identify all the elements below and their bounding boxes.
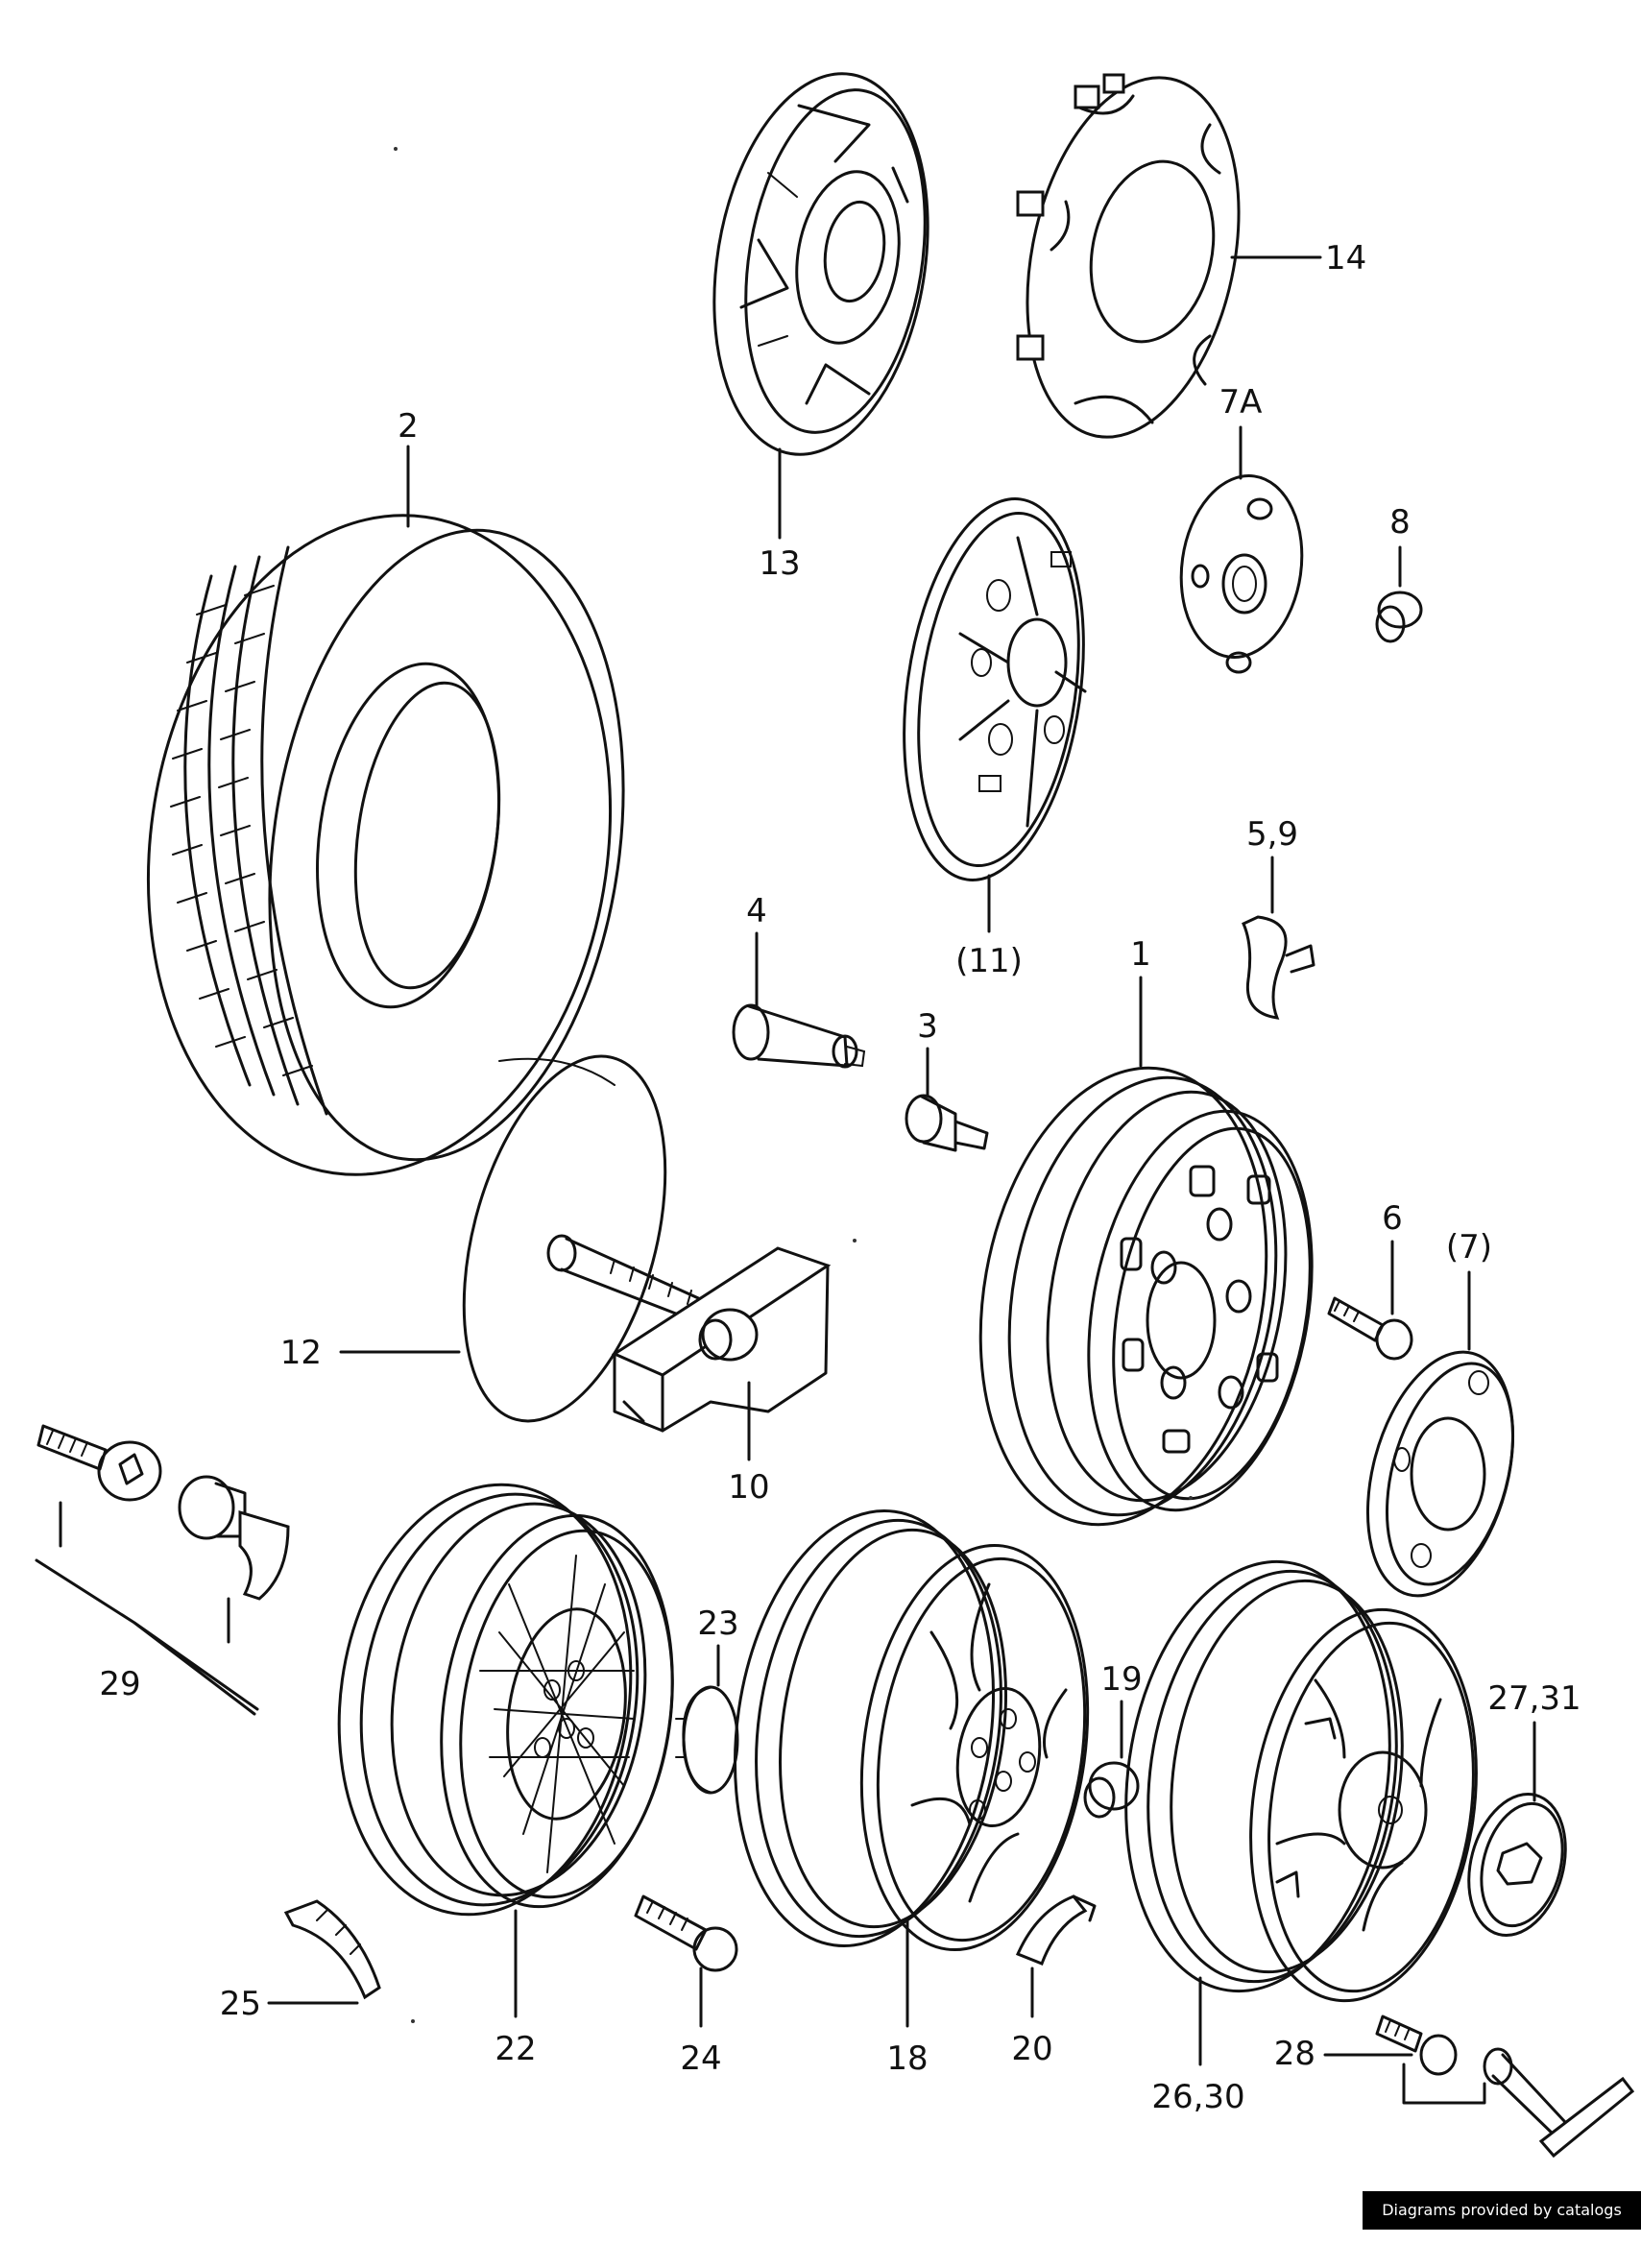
label-13: 13 xyxy=(759,544,800,583)
label-18: 18 xyxy=(886,2039,928,2078)
label-28: 28 xyxy=(1274,2035,1315,2073)
speck xyxy=(394,147,398,151)
label-8: 8 xyxy=(1389,503,1411,542)
speck xyxy=(853,1239,857,1243)
label-22: 22 xyxy=(495,2030,536,2068)
part-2-tyre xyxy=(146,514,625,1176)
label-27-31: 27,31 xyxy=(1487,1679,1581,1718)
speck xyxy=(411,2019,415,2023)
label-10: 10 xyxy=(728,1468,769,1507)
part-8-plug xyxy=(1375,591,1423,643)
label-1: 1 xyxy=(1130,935,1151,974)
label-7: (7) xyxy=(1446,1228,1492,1267)
part-25-weight xyxy=(283,1899,381,2000)
part-14-hubcap xyxy=(1016,73,1241,439)
speck xyxy=(1189,1496,1193,1500)
leader-29 xyxy=(35,1501,259,1716)
label-23: 23 xyxy=(697,1604,738,1643)
part-7-cap xyxy=(1365,1350,1515,1598)
label-14: 14 xyxy=(1325,239,1366,277)
label-3: 3 xyxy=(917,1007,938,1046)
label-11: (11) xyxy=(955,942,1023,980)
part-22-lattice-wheel xyxy=(337,1483,674,1917)
part-24-bolt xyxy=(634,1894,738,1972)
part-12-disc xyxy=(462,1054,667,1423)
part-20-weight xyxy=(1015,1894,1097,1966)
part-11-wheel-cover xyxy=(903,497,1087,881)
label-19: 19 xyxy=(1100,1660,1142,1699)
label-29: 29 xyxy=(99,1665,140,1703)
part-13-hubcap xyxy=(712,72,929,456)
part-1-steel-wheel xyxy=(978,1066,1314,1527)
part-7a-center-cap xyxy=(1179,474,1304,674)
label-25: 25 xyxy=(220,1985,261,2023)
part-23-cap xyxy=(675,1685,739,1795)
part-19-plug xyxy=(1083,1761,1140,1819)
part-10-clamp xyxy=(546,1234,832,1433)
part-18-alloy-wheel xyxy=(733,1508,1090,1952)
part-27-31-cap xyxy=(1467,1792,1567,1938)
credit-badge: Diagrams provided by catalogs parts xyxy=(1363,2191,1641,2257)
label-4: 4 xyxy=(746,892,767,930)
label-2: 2 xyxy=(398,407,419,446)
label-5-9: 5,9 xyxy=(1246,815,1298,854)
part-28-locking-bolt xyxy=(1375,2015,1458,2076)
part-29-locking-bolt xyxy=(36,1424,162,1502)
part-28-key xyxy=(1483,2047,1635,2159)
label-12: 12 xyxy=(280,1334,322,1372)
leader-28-bracket xyxy=(1402,2063,1486,2105)
label-26-30: 26,30 xyxy=(1151,2078,1244,2116)
part-5-9-balance-weight xyxy=(1242,915,1315,1020)
part-4-valve xyxy=(732,1003,866,1069)
part-29-key xyxy=(178,1475,290,1601)
label-24: 24 xyxy=(680,2039,721,2078)
part-6-bolt xyxy=(1327,1296,1413,1361)
part-3-valve xyxy=(905,1094,989,1152)
label-6: 6 xyxy=(1382,1199,1403,1238)
label-20: 20 xyxy=(1011,2030,1052,2068)
part-26-30-alloy-wheel xyxy=(1124,1559,1478,2003)
label-7a: 7A xyxy=(1219,383,1263,422)
